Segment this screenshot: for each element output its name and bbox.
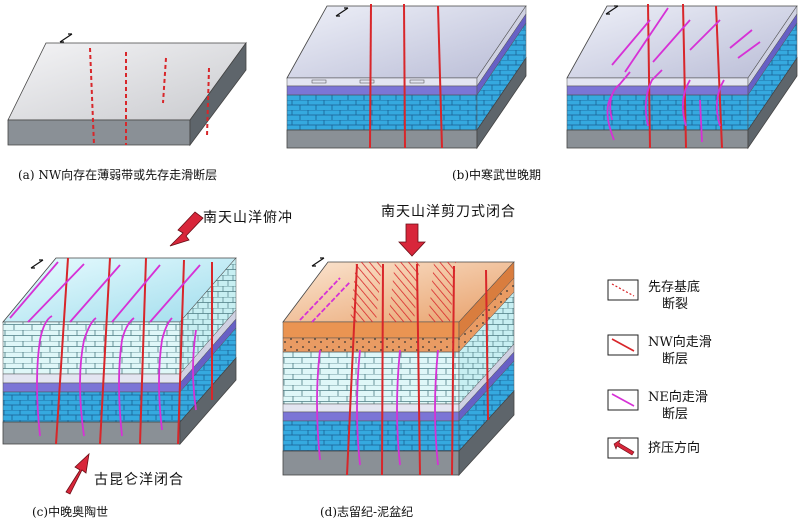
compression-arrow-paleo-kunlun-closure — [65, 452, 90, 495]
ne-fault-lines — [299, 277, 351, 323]
annotation-paleo-kunlun-closure: 古昆仑洋闭合 — [94, 472, 184, 488]
caption-c: (c)中晚奥陶世 — [32, 505, 109, 519]
legend-ne-line2: 断层 — [662, 407, 689, 422]
compression-arrow-south-tianshan-subduction — [169, 211, 204, 247]
caption-a: (a) NW向存在薄弱带或先存走滑断层 — [18, 168, 218, 182]
panel-c-block — [2, 257, 237, 446]
legend-symbols — [607, 279, 639, 459]
panel-a-block — [7, 41, 247, 147]
north-arrow-icon — [605, 5, 619, 15]
north-arrow-icon — [59, 33, 73, 43]
caption-d: (d)志留纪-泥盆纪 — [320, 505, 414, 519]
preexisting-fault-lines — [89, 47, 210, 146]
nw-fault-lines — [369, 3, 443, 149]
annotation-south-tianshan-subduction: 南天山洋俯冲 — [203, 210, 293, 226]
legend-nw-label: NW向走滑 断层 — [648, 334, 712, 368]
panel-d-block — [282, 261, 515, 477]
nw-fault-lines — [55, 257, 213, 445]
legend-preexisting-line2: 断裂 — [662, 297, 689, 312]
legend-nw-line1: NW向走滑 — [648, 335, 712, 350]
north-arrow-icon — [30, 259, 44, 269]
ne-fault-lines — [9, 261, 201, 437]
panel-b-block — [286, 3, 527, 150]
panel-b2-block — [566, 3, 798, 150]
legend-compress-line1: 挤压方向 — [648, 441, 701, 456]
compression-arrow-scissor-closure — [398, 223, 426, 257]
caption-b: (b)中寒武世晚期 — [452, 168, 542, 182]
north-arrow-icon — [311, 257, 325, 267]
legend-preexisting-line1: 先存基底 — [648, 280, 701, 295]
hatched-fault-zones — [350, 262, 456, 322]
legend-nw-line2: 断层 — [662, 352, 689, 367]
legend-ne-label: NE向走滑 断层 — [648, 389, 708, 423]
ne-fault-lines — [606, 7, 761, 143]
nw-fault-lines — [346, 263, 489, 476]
legend-ne-line1: NE向走滑 — [648, 390, 708, 405]
annotation-south-tianshan-scissor: 南天山洋剪刀式闭合 — [381, 204, 516, 220]
legend-compress-label: 挤压方向 — [648, 440, 700, 457]
legend-preexisting-label: 先存基底 断裂 — [648, 279, 700, 313]
north-arrow-icon — [335, 7, 349, 17]
